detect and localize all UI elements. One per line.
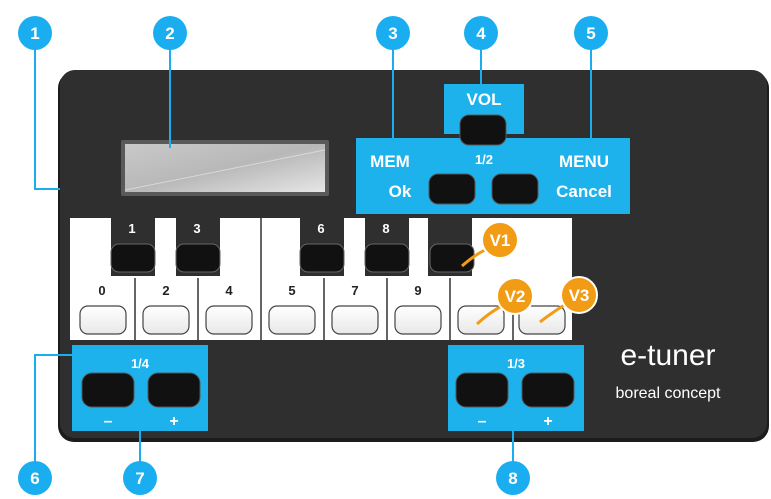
key-label-1: 1 xyxy=(128,221,135,236)
ok-button[interactable] xyxy=(428,173,476,205)
v1-marker xyxy=(481,221,519,259)
key-button-4[interactable] xyxy=(205,305,253,335)
v2-marker xyxy=(496,277,534,315)
quarter-plus-button[interactable] xyxy=(147,372,201,408)
callout-2 xyxy=(153,16,187,50)
v2-label: V2 xyxy=(505,287,526,306)
key-label-7: 7 xyxy=(351,283,358,298)
lcd-reflection xyxy=(124,149,326,191)
quarter-minus-label: – xyxy=(104,413,113,430)
third-minus-label: – xyxy=(478,413,487,430)
cancel-label: Cancel xyxy=(556,182,612,201)
callout-6-label: 6 xyxy=(30,469,39,488)
third-minus-button[interactable] xyxy=(455,372,509,408)
callout-6 xyxy=(18,461,52,495)
key-button-2[interactable] xyxy=(142,305,190,335)
key-label-9: 9 xyxy=(414,283,421,298)
cancel-button[interactable] xyxy=(491,173,539,205)
v1-label: V1 xyxy=(490,231,511,250)
quarter-minus-button[interactable] xyxy=(81,372,135,408)
key-button-8[interactable] xyxy=(364,243,410,273)
quarter-plus-label: + xyxy=(169,413,178,430)
third-label: 1/3 xyxy=(507,356,525,371)
key-button-3[interactable] xyxy=(175,243,221,273)
ok-label: Ok xyxy=(389,182,412,201)
key-label-4: 4 xyxy=(225,283,233,298)
callout-1 xyxy=(18,16,52,50)
key-button-6[interactable] xyxy=(299,243,345,273)
callout-4-label: 4 xyxy=(476,24,486,43)
menu-label: MENU xyxy=(559,152,609,171)
callout-line-1 xyxy=(34,33,60,190)
callout-3-label: 3 xyxy=(388,24,397,43)
key-label-2: 2 xyxy=(162,283,169,298)
callout-8 xyxy=(496,461,530,495)
key-button-7[interactable] xyxy=(331,305,379,335)
callout-4 xyxy=(464,16,498,50)
callout-3 xyxy=(376,16,410,50)
callout-8-label: 8 xyxy=(508,469,517,488)
key-label-3: 3 xyxy=(193,221,200,236)
v3-marker xyxy=(560,276,598,314)
key-button-9[interactable] xyxy=(394,305,442,335)
callout-5-label: 5 xyxy=(586,24,595,43)
lcd-display xyxy=(125,144,325,192)
key-button-v1[interactable] xyxy=(429,243,475,273)
brand-tagline: boreal concept xyxy=(616,385,722,402)
callout-7-label: 7 xyxy=(135,469,144,488)
callout-line-6 xyxy=(34,354,72,462)
vol-label: VOL xyxy=(467,90,502,109)
key-button-1[interactable] xyxy=(110,243,156,273)
callout-7 xyxy=(123,461,157,495)
key-button-5[interactable] xyxy=(268,305,316,335)
half-label: 1/2 xyxy=(475,152,493,167)
quarter-label: 1/4 xyxy=(131,356,150,371)
mem-menu-panel xyxy=(356,138,630,214)
vol-button[interactable] xyxy=(459,114,507,146)
key-button-0[interactable] xyxy=(79,305,127,335)
third-plus-button[interactable] xyxy=(521,372,575,408)
brand-name: e-tuner xyxy=(620,339,715,372)
callout-2-label: 2 xyxy=(165,24,174,43)
key-label-5: 5 xyxy=(288,283,295,298)
callout-5 xyxy=(574,16,608,50)
third-plus-label: + xyxy=(543,413,552,430)
key-label-6: 6 xyxy=(317,221,324,236)
key-label-8: 8 xyxy=(382,221,389,236)
mem-label: MEM xyxy=(370,152,410,171)
v3-label: V3 xyxy=(569,286,590,305)
key-label-0: 0 xyxy=(98,283,105,298)
callout-1-label: 1 xyxy=(30,24,39,43)
